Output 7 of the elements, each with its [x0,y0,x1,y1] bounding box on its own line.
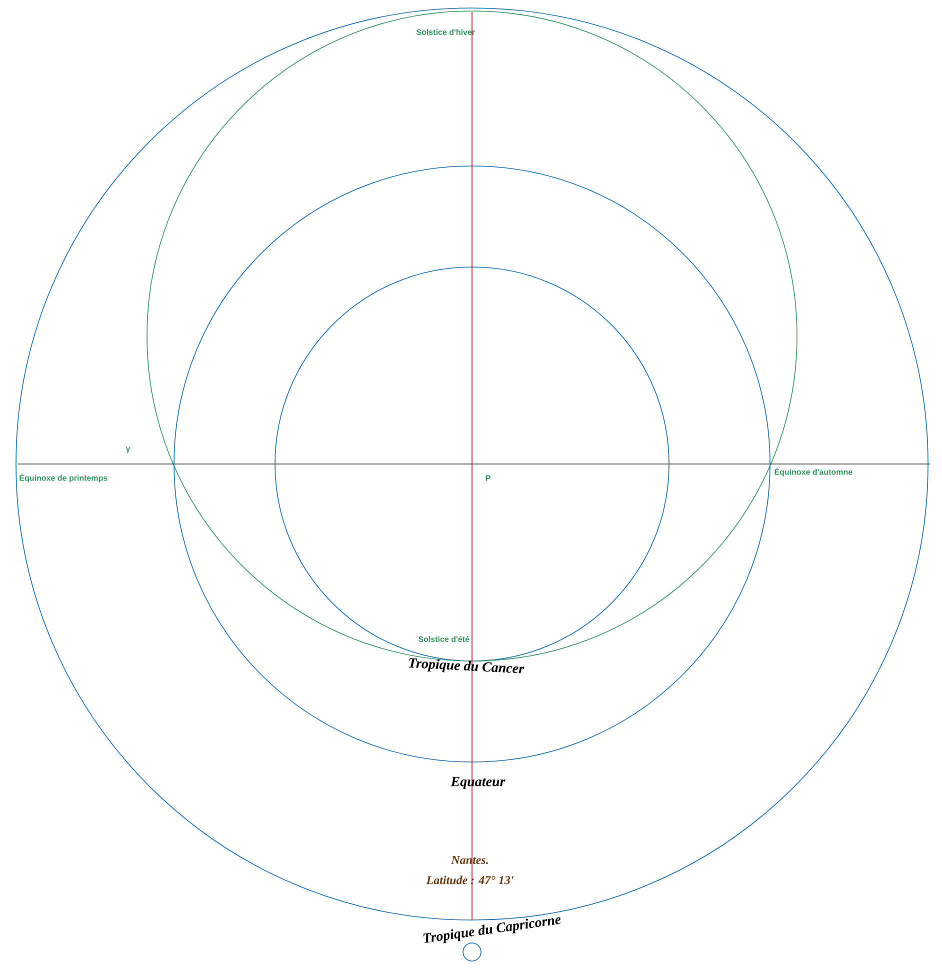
symbol-label: γ [126,447,130,453]
circle-label: Tropique du Cancer [408,658,524,674]
circle-label: Tropique du Capricorne [423,917,561,944]
point-label: P [486,475,490,481]
point-label: Équinoxe de printemps [20,474,108,482]
point-label: Solstice d'été [418,636,470,642]
point-label: Équinoxe d'automne [774,468,852,476]
